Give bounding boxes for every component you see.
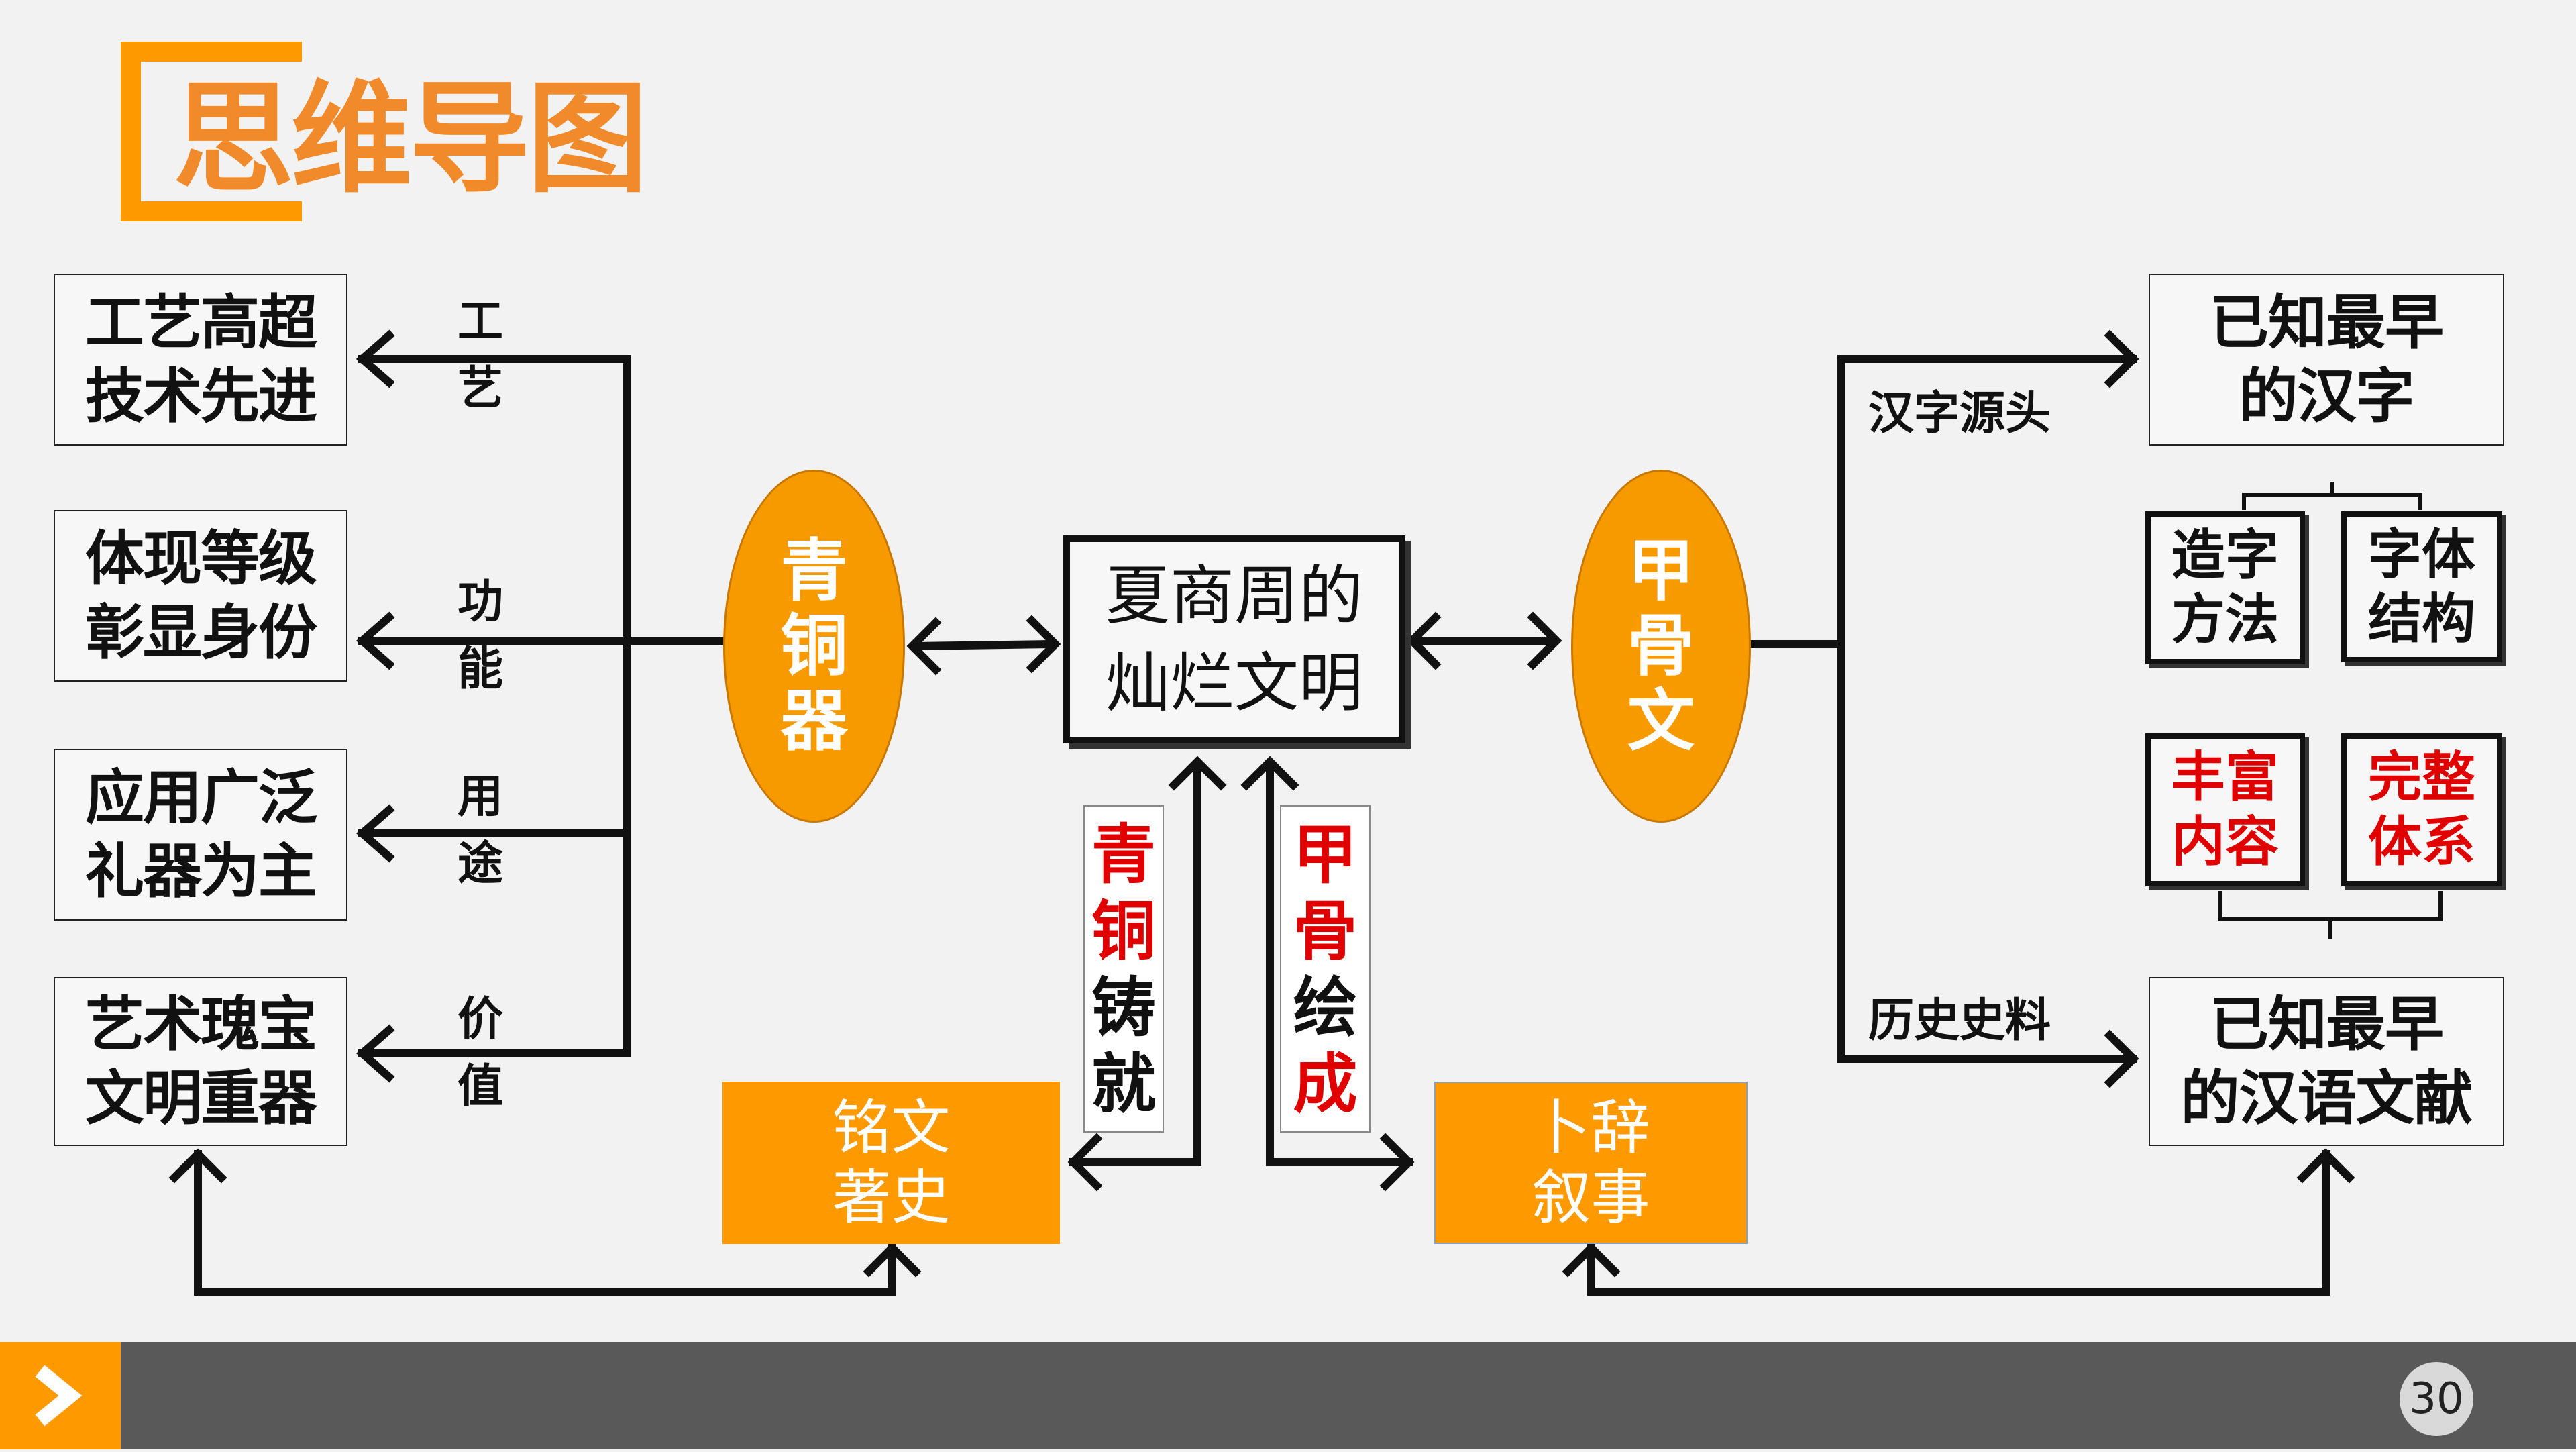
page-number-badge: 30	[2400, 1362, 2473, 1436]
right-box-earliest-documents: 已知最早的汉语文献	[2149, 977, 2504, 1146]
page-number: 30	[2409, 1374, 2464, 1424]
small-box-character-methods: 造字方法	[2145, 511, 2305, 664]
center-box: 夏商周的灿烂文明	[1063, 535, 1405, 743]
label-craft: 工艺	[457, 295, 503, 415]
title-bracket	[121, 42, 302, 221]
right-box-earliest-characters: 已知最早的汉字	[2149, 274, 2504, 446]
label-usage: 用途	[457, 770, 503, 890]
vertical-box-bronze-cast: 青铜 铸就	[1083, 805, 1164, 1133]
oval-oracle-bone: 甲骨文	[1571, 470, 1751, 823]
next-slide-button[interactable]	[0, 1342, 121, 1449]
label-function: 功能	[457, 576, 503, 696]
box-divination: 卜辞叙事	[1434, 1082, 1748, 1244]
vertical-box-oracle-draw: 甲骨 绘 成	[1280, 805, 1371, 1133]
small-box-script-structure: 字体结构	[2341, 511, 2502, 662]
small-box-rich-content: 丰富内容	[2145, 733, 2305, 886]
page-title: 思维导图	[173, 69, 648, 209]
oval-bronze: 青铜器	[723, 470, 905, 823]
chevron-right-icon	[35, 1365, 83, 1427]
left-box-usage: 应用广泛礼器为主	[54, 749, 347, 921]
label-character-origin: 汉字源头	[1868, 387, 2051, 440]
small-box-complete-system: 完整体系	[2341, 733, 2502, 886]
footer-bar	[0, 1342, 2576, 1449]
left-box-value: 艺术瑰宝文明重器	[54, 977, 347, 1146]
left-box-function: 体现等级彰显身份	[54, 510, 347, 682]
left-box-craft: 工艺高超技术先进	[54, 274, 347, 446]
box-inscription: 铭文著史	[722, 1082, 1060, 1244]
label-value: 价值	[457, 993, 503, 1113]
label-historical-material: 历史史料	[1868, 994, 2051, 1047]
